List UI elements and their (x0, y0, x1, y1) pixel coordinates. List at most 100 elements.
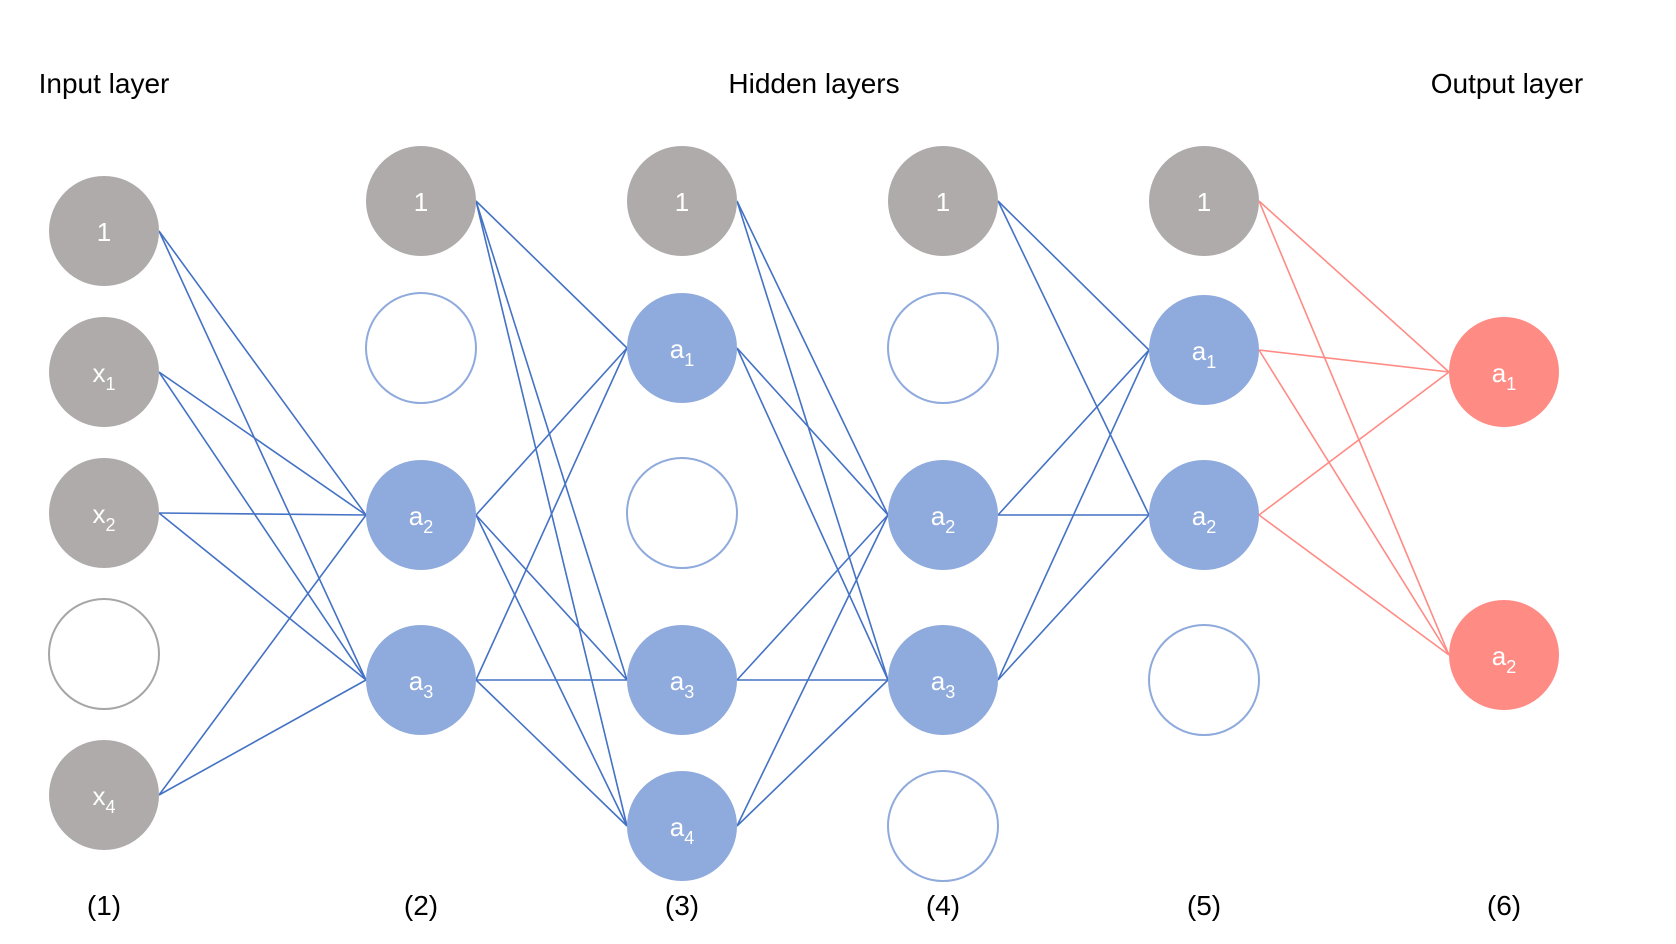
connection-line (475, 200, 628, 349)
connection-line (158, 512, 367, 681)
connection-line (736, 200, 889, 516)
node-layer5-a2: a2 (1149, 460, 1259, 570)
node-circle (1449, 600, 1559, 710)
node-circle (626, 457, 738, 569)
node-circle (366, 146, 476, 256)
node-layer4-dropped-1 (887, 292, 999, 404)
connection-line (158, 230, 367, 681)
node-circle (1149, 146, 1259, 256)
node-label: 1 (675, 187, 689, 217)
node-circle (887, 292, 999, 404)
node-layer2-a2: a2 (366, 460, 476, 570)
node-circle (888, 146, 998, 256)
connection-line (1258, 371, 1450, 516)
connection-line (736, 514, 889, 681)
node-layer4-a3: a3 (888, 625, 998, 735)
node-layer4-1: 1 (888, 146, 998, 256)
connection-line (997, 349, 1150, 681)
layer-number-2: (2) (404, 890, 438, 921)
connection-line (1258, 349, 1450, 373)
node-circle (1449, 317, 1559, 427)
node-circle (888, 625, 998, 735)
connection-line (158, 512, 367, 516)
connection-line (1258, 514, 1450, 656)
connection-line (1258, 200, 1450, 656)
node-layer1-x4: x4 (49, 740, 159, 850)
node-circle (365, 292, 477, 404)
connection-line (736, 347, 889, 516)
connection-line (736, 514, 889, 827)
node-circle (366, 625, 476, 735)
node-layer5-dropped-1 (1148, 624, 1260, 736)
node-label: 1 (97, 217, 111, 247)
node-circle (1149, 460, 1259, 570)
connection-line (1258, 200, 1450, 373)
node-layer6-a2: a2 (1449, 600, 1559, 710)
node-circle (49, 176, 159, 286)
node-label: 1 (414, 187, 428, 217)
node-layer6-a1: a1 (1449, 317, 1559, 427)
connection-line (997, 200, 1150, 516)
node-circle (49, 317, 159, 427)
output-layer-header: Output layer (1431, 68, 1584, 99)
connection-line (158, 679, 367, 796)
node-label: 1 (936, 187, 950, 217)
connections (158, 200, 1450, 827)
connection-line (158, 230, 367, 516)
layer-number-6: (6) (1487, 890, 1521, 921)
node-layer3-1: 1 (627, 146, 737, 256)
node-circle (1148, 624, 1260, 736)
node-layer5-a1: a1 (1149, 295, 1259, 405)
node-circle (366, 460, 476, 570)
node-layer2-a3: a3 (366, 625, 476, 735)
connection-line (736, 200, 889, 681)
node-circle (48, 598, 160, 710)
node-layer2-dropped-1 (365, 292, 477, 404)
node-circle (627, 625, 737, 735)
layer-number-4: (4) (926, 890, 960, 921)
layer-numbers: (1) (2) (3) (4) (5) (6) (87, 890, 1521, 921)
connection-line (997, 349, 1150, 516)
node-layer4-dropped-2 (887, 770, 999, 882)
node-layer3-a3: a3 (627, 625, 737, 735)
connection-line (158, 371, 367, 516)
connection-line (158, 371, 367, 681)
layer-number-3: (3) (665, 890, 699, 921)
node-circle (627, 771, 737, 881)
node-circle (1149, 295, 1259, 405)
connection-line (736, 347, 889, 681)
node-label: 1 (1197, 187, 1211, 217)
node-circle (887, 770, 999, 882)
input-layer-header: Input layer (39, 68, 170, 99)
connection-line (475, 347, 628, 516)
layer-number-5: (5) (1187, 890, 1221, 921)
hidden-layers-header: Hidden layers (728, 68, 899, 99)
connection-line (475, 200, 628, 681)
node-layer2-1: 1 (366, 146, 476, 256)
node-layer1-x1: x1 (49, 317, 159, 427)
node-circle (49, 740, 159, 850)
connection-line (475, 514, 628, 827)
connection-line (475, 514, 628, 681)
connection-line (1258, 349, 1450, 656)
layer-number-1: (1) (87, 890, 121, 921)
node-layer3-dropped-1 (626, 457, 738, 569)
node-layer5-1: 1 (1149, 146, 1259, 256)
connection-line (475, 347, 628, 681)
node-layer1-dropped-1 (48, 598, 160, 710)
node-layer1-1: 1 (49, 176, 159, 286)
connection-line (475, 679, 628, 827)
connection-line (997, 200, 1150, 351)
node-layer4-a2: a2 (888, 460, 998, 570)
connection-line (158, 514, 367, 796)
node-layer1-x2: x2 (49, 458, 159, 568)
node-circle (627, 146, 737, 256)
node-circle (888, 460, 998, 570)
node-layer3-a1: a1 (627, 293, 737, 403)
connection-line (736, 679, 889, 827)
node-circle (49, 458, 159, 568)
connection-line (997, 514, 1150, 681)
node-circle (627, 293, 737, 403)
